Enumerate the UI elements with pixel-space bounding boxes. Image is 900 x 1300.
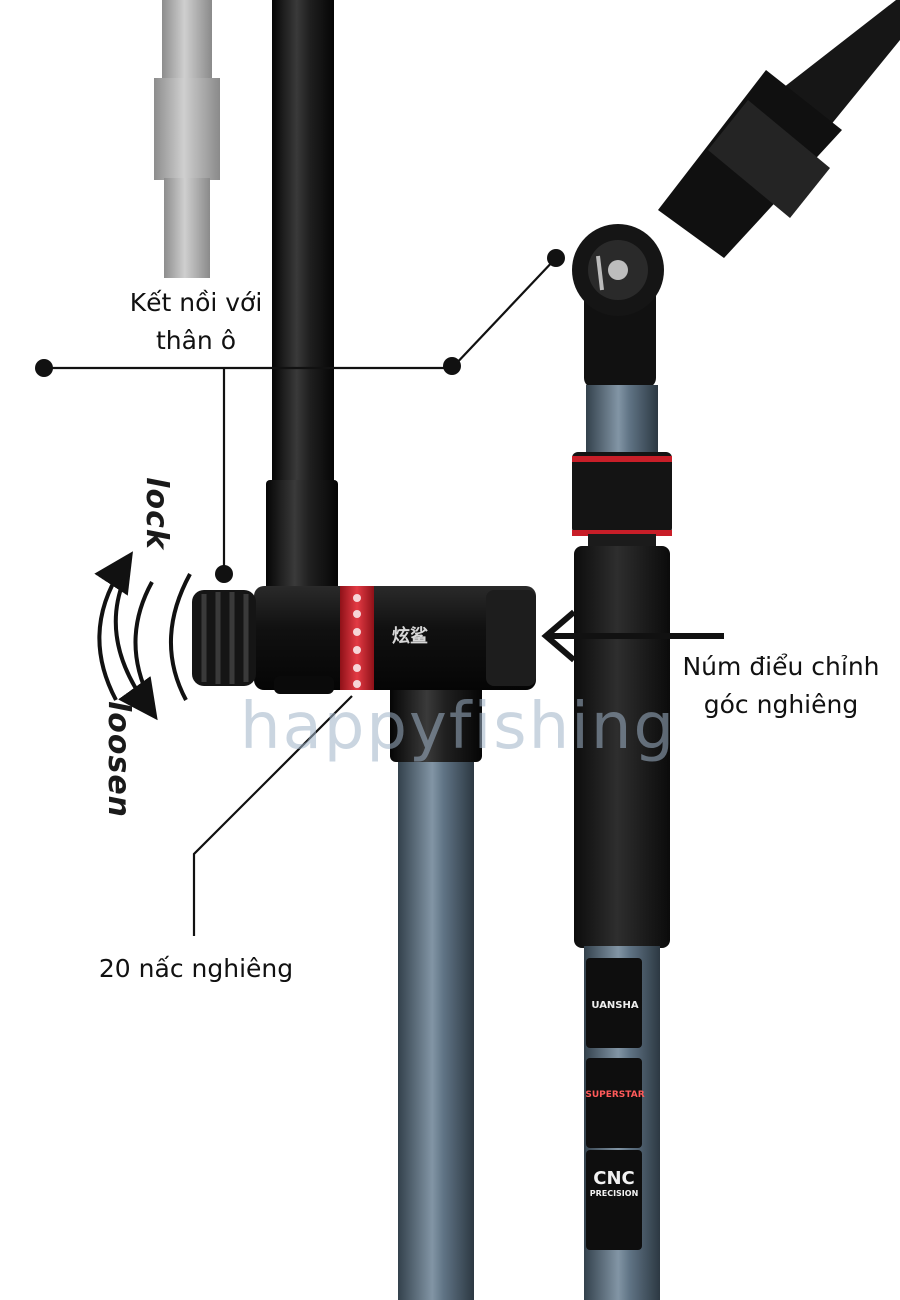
notch-label: 20 nấc nghiêng	[76, 950, 316, 988]
sticker-superstar: SUPERSTAR	[585, 1090, 645, 1100]
lock-text: lock	[138, 477, 174, 550]
notch-label-text: 20 nấc nghiêng	[98, 954, 294, 983]
swivel-joint	[572, 224, 664, 388]
sticker-cnc-sub: PRECISION	[589, 1189, 639, 1198]
knob-label: Núm điểu chỉnh góc nghiêng	[670, 648, 892, 724]
watermark: happyfishing	[240, 690, 677, 764]
callout-lines	[44, 257, 557, 936]
connect-label-line2: thân ô	[155, 326, 237, 355]
black-pole	[266, 0, 338, 598]
knob-label-line1: Núm điểu chỉnh	[682, 652, 880, 681]
loosen-text: loosen	[101, 700, 137, 819]
sticker-cnc: CNC PRECISION	[586, 1168, 642, 1198]
rotation-arrows-icon	[94, 551, 192, 721]
sticker-cnc-main: CNC	[593, 1168, 635, 1189]
grey-pole-ghost	[154, 0, 220, 278]
connect-label-line1: Kết nồi với	[129, 288, 263, 317]
connect-label: Kết nồi với thân ô	[96, 284, 296, 360]
sticker-uansha: UANSHA	[591, 1000, 639, 1011]
right-pole	[572, 385, 672, 1300]
clamp-logo: 炫鲨	[392, 622, 428, 648]
pointer-arrow-icon	[541, 609, 724, 663]
knob-label-line2: góc nghiêng	[703, 690, 859, 719]
lock-knob	[192, 590, 256, 686]
angle-clamp	[254, 586, 536, 694]
callout-dots	[35, 249, 565, 583]
clamp-logo-text: 炫鲨	[392, 626, 428, 647]
diagonal-pole	[658, 0, 900, 258]
